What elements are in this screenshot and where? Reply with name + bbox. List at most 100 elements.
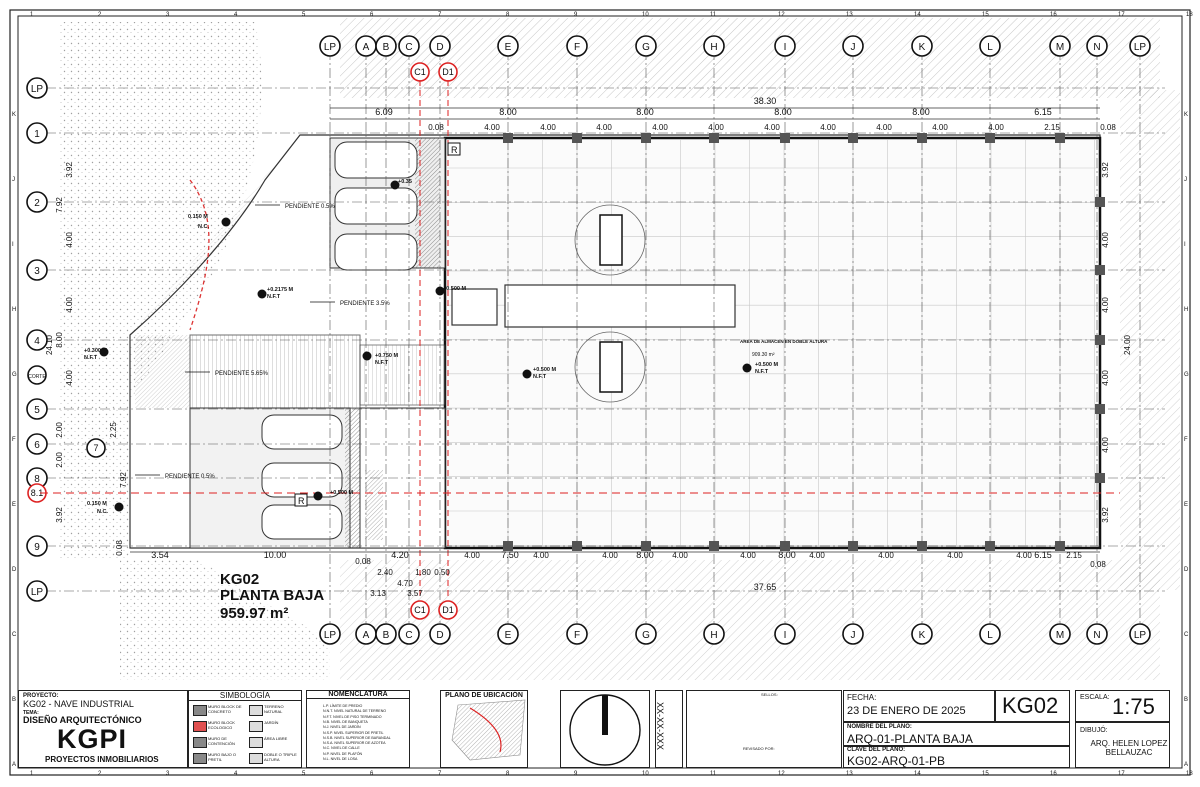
fecha-label: FECHA: [847, 693, 877, 702]
grid-bubbles: LPLPAABBCCDDEEFFGGHHIIJJKKLLMMNNLPLPLP12… [26, 35, 1151, 645]
grid-bubble-circle [1129, 623, 1151, 645]
project-cell: PROYECTO: KG02 - NAVE INDUSTRIAL TEMA: D… [18, 690, 188, 768]
level-label: N.C. [97, 509, 108, 515]
grid-bubble-col: I [774, 623, 796, 645]
marker-box [294, 493, 308, 507]
grid-bubble-label: K [919, 630, 926, 641]
border-index-left: A [12, 762, 16, 768]
grid-bubble-row: 4 [26, 329, 48, 351]
nomenclatura-item: N.P. NIVEL DE PLAFÓN [323, 751, 363, 756]
grid-bubble-circle [27, 365, 47, 385]
border-index-bottom: 7 [438, 771, 442, 777]
dim-bottom-sub: 4.00 [533, 551, 549, 560]
grid-bubble-circle [1049, 35, 1071, 57]
car-icon [261, 414, 343, 450]
level-label: +0.500 M [330, 490, 354, 496]
legend-label: MURO BAJO O PRETIL [208, 752, 237, 762]
border-index-top: 14 [914, 12, 921, 18]
border-index-top: 13 [846, 12, 853, 18]
grid-bubble-label: I [784, 630, 787, 641]
nombre-value: ARQ-01-PLANTA BAJA [847, 732, 973, 746]
dim-bottom-segment: 8.00 [636, 550, 654, 560]
nombre-label: NOMBRE DEL PLANO: [847, 724, 912, 730]
proyecto-value: KG02 - NAVE INDUSTRIAL [23, 699, 134, 709]
border-index-top: 11 [710, 12, 717, 18]
nomenclatura-item: N.F.T. NIVEL DE PISO TERMINADO [323, 714, 382, 719]
dim-right: 24.00 [1123, 334, 1132, 355]
grid-bubble-label: D1 [442, 605, 454, 615]
dim-bottom-sub: 3.57 [407, 589, 423, 598]
grid-bubble-circle [1086, 35, 1108, 57]
dim-bottom-sub: 4.00 [1016, 551, 1032, 560]
grid-bubble-circle [842, 35, 864, 57]
legend-label: ÁREA LIBRE [264, 736, 288, 741]
dim-bottom-sub: 3.13 [370, 589, 386, 598]
grid-bubble-col: LP [1129, 623, 1151, 645]
dim-left: 3.92 [65, 162, 74, 178]
area-label: AREA DE ALMACEN EN DOBLE ALTURA [740, 339, 828, 344]
dim-top-sub: 4.00 [596, 123, 612, 132]
grid-bubble-circle [410, 600, 430, 620]
marker-label: R [451, 145, 458, 155]
grid-bubble-col: I [774, 35, 796, 57]
grid-bubble-col: M [1049, 623, 1071, 645]
dim-right: 4.00 [1101, 437, 1110, 453]
dim-bottom-sub: 4.00 [809, 551, 825, 560]
grid-bubble-label: 8 [34, 474, 40, 485]
dim-bottom-sub: 0.50 [434, 568, 450, 577]
level-label: +0.500 M [533, 367, 557, 373]
grid-bubble-circle [26, 122, 48, 144]
border-index-top: 7 [438, 12, 442, 18]
legend-label: DOBLE O TRIPLE ALTURA [264, 752, 297, 762]
grid-bubble-circle [26, 259, 48, 281]
border-index-bottom: 8 [506, 771, 510, 777]
sheet-inner-frame [17, 15, 1183, 769]
dim-bottom-sub: 1.80 [415, 568, 431, 577]
border-index-top: 8 [506, 12, 510, 18]
grid-bubble-label: G [642, 42, 650, 53]
legend-swatch [249, 721, 263, 732]
border-index-top: 16 [1050, 12, 1057, 18]
level-marker-icon [435, 286, 445, 296]
border-index-left: H [12, 307, 16, 313]
legend-swatch [249, 753, 263, 764]
grid-bubble-circle [979, 623, 1001, 645]
dim-top-segment: 8.00 [499, 107, 517, 117]
border-index-bottom: 2 [98, 771, 102, 777]
grid-bubble-circle [26, 191, 48, 213]
tema-value: DISEÑO ARQUITECTÓNICO [23, 715, 142, 725]
border-index-right: D [1184, 567, 1189, 573]
slope-label: PENDIENTE 0.5% [165, 474, 215, 480]
dim-bottom-sub: 0.08 [1090, 560, 1106, 569]
grid-bubble-circle [703, 35, 725, 57]
grid-bubble-label: C1 [414, 67, 426, 77]
dim-bottom-sub: 2.15 [1066, 551, 1082, 560]
dim-left: 2.25 [109, 422, 118, 438]
escala-cell: ESCALA: 1:75 [1075, 690, 1170, 722]
border-index-right: A [1184, 762, 1188, 768]
grid-bubble-label: LP [1134, 630, 1147, 641]
grid-bubble-col: F [566, 623, 588, 645]
grid-axes [28, 50, 1165, 635]
grid-bubble-circle [429, 35, 451, 57]
north-arrow-icon [602, 695, 608, 735]
grid-bubble-circle [566, 35, 588, 57]
border-index-top: 3 [166, 12, 170, 18]
border-index-left: D [12, 567, 17, 573]
grid-bubble-circle [26, 77, 48, 99]
car-icon [334, 141, 418, 179]
fecha-cell: FECHA: 23 DE ENERO DE 2025 [843, 690, 995, 722]
border-index-bottom: 9 [574, 771, 578, 777]
level-label: +0.300 M [84, 348, 108, 354]
company-name: PROYECTOS INMOBILIARIOS [45, 755, 159, 764]
level-label: +0.35 [398, 179, 412, 185]
grid-bubble-label: 8.1 [31, 488, 44, 498]
car-icon [334, 187, 418, 225]
parked-cars [261, 141, 418, 540]
grid-bubble-col: G [635, 623, 657, 645]
border-index-bottom: 3 [166, 771, 170, 777]
grid-bubble-label: 2 [34, 198, 40, 209]
column [917, 133, 927, 143]
level-annotations: PENDIENTE 0.5%PENDIENTE 3.5%PENDIENTE 5.… [84, 142, 828, 515]
grid-bubble-label: A [363, 630, 370, 641]
